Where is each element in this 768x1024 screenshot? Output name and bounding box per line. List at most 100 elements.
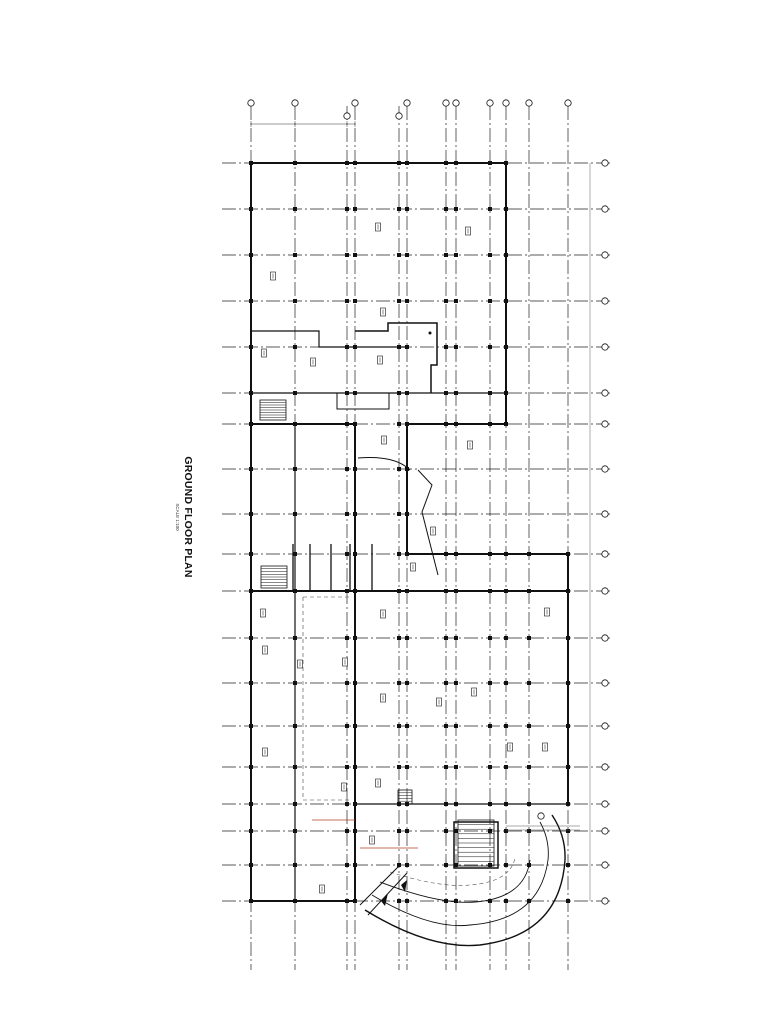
column [488, 552, 492, 556]
column [345, 863, 349, 867]
column [397, 863, 401, 867]
column [249, 207, 253, 211]
column [527, 724, 531, 728]
column [405, 207, 409, 211]
column [444, 802, 448, 806]
column [293, 467, 297, 471]
column [444, 345, 448, 349]
column [444, 863, 448, 867]
column [293, 345, 297, 349]
column [405, 299, 409, 303]
column [488, 636, 492, 640]
column [444, 422, 448, 426]
column [353, 207, 357, 211]
column [566, 552, 570, 556]
grid-bubble-right [601, 800, 609, 808]
column [566, 899, 570, 903]
grid-bubble-right [601, 827, 609, 835]
column [454, 207, 458, 211]
column [397, 299, 401, 303]
column [566, 829, 570, 833]
column [353, 161, 357, 165]
column [397, 724, 401, 728]
grid-bubble-top [442, 99, 450, 107]
column [345, 391, 349, 395]
angled-wall [417, 469, 439, 576]
column [454, 299, 458, 303]
column [345, 829, 349, 833]
column [527, 636, 531, 640]
column [504, 552, 508, 556]
column [488, 207, 492, 211]
column [504, 802, 508, 806]
column [444, 829, 448, 833]
column [397, 899, 401, 903]
column [527, 765, 531, 769]
column [405, 636, 409, 640]
column [454, 724, 458, 728]
grid-bubble-top [291, 99, 299, 107]
column [353, 829, 357, 833]
column [397, 589, 401, 593]
column [405, 422, 409, 426]
column [353, 899, 357, 903]
column [345, 681, 349, 685]
column [353, 345, 357, 349]
grid-bubbles [247, 99, 609, 905]
column [293, 899, 297, 903]
grid-bubble-right [601, 634, 609, 642]
plan-features [250, 121, 591, 947]
column [405, 863, 409, 867]
column [353, 299, 357, 303]
column [353, 765, 357, 769]
column [397, 345, 401, 349]
column [249, 899, 253, 903]
column [293, 207, 297, 211]
partition-wall [251, 330, 407, 348]
column [397, 765, 401, 769]
vertical-grid-lines [250, 106, 569, 970]
column [293, 253, 297, 257]
column [444, 299, 448, 303]
column [397, 829, 401, 833]
column [504, 829, 508, 833]
column [345, 899, 349, 903]
grid-bubble-right [601, 159, 609, 167]
column [504, 724, 508, 728]
column [249, 636, 253, 640]
column [488, 829, 492, 833]
column [454, 802, 458, 806]
column [353, 253, 357, 257]
grid-bubble-top [486, 99, 494, 107]
column [405, 512, 409, 516]
grid-bubble-right [601, 587, 609, 595]
column [488, 802, 492, 806]
column [405, 724, 409, 728]
column [293, 724, 297, 728]
entrance-wall [359, 864, 401, 906]
column [249, 765, 253, 769]
column [345, 161, 349, 165]
column [566, 765, 570, 769]
column [488, 765, 492, 769]
grid-bubble-right [601, 722, 609, 730]
column [405, 681, 409, 685]
column [504, 299, 508, 303]
entrance-canopy-curve [379, 859, 531, 903]
column [504, 253, 508, 257]
column [454, 391, 458, 395]
grid-bubble-top [351, 99, 359, 107]
column [444, 636, 448, 640]
grid-bubble-right [601, 389, 609, 397]
column [405, 829, 409, 833]
hidden-line [302, 597, 350, 801]
column [293, 636, 297, 640]
column [504, 391, 508, 395]
column [249, 391, 253, 395]
grid-bubble-right [601, 550, 609, 558]
grid-bubble-right [601, 763, 609, 771]
column [454, 589, 458, 593]
column [527, 552, 531, 556]
column [504, 765, 508, 769]
